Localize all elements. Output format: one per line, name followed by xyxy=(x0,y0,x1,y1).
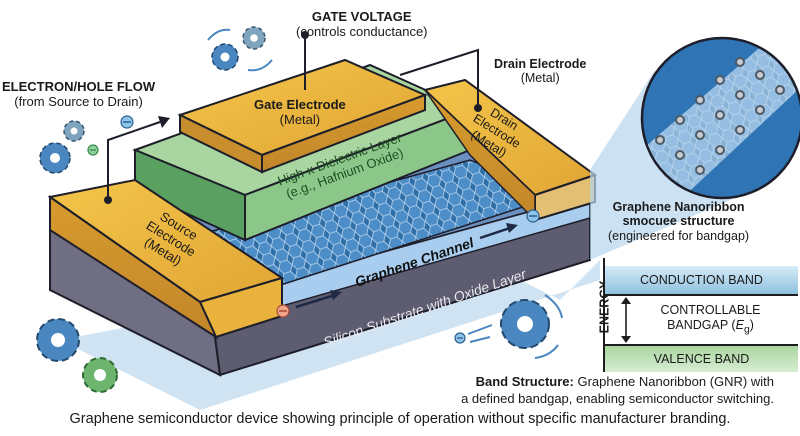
gate-electrode-title: Gate Electrode xyxy=(254,97,346,112)
valence-band: VALENCE BAND xyxy=(605,344,798,372)
hole-icon xyxy=(276,304,290,318)
drain-callout-dot xyxy=(474,104,482,112)
drain-callout-sub: (Metal) xyxy=(520,71,560,86)
bandgap-line2-text: BANDGAP ( xyxy=(667,318,736,332)
channel-arrow-left[interactable] xyxy=(295,293,336,309)
flow-arrow-line xyxy=(107,121,161,200)
gnr-label-line1: Graphene Nanoribbon xyxy=(612,200,745,214)
gear-icon xyxy=(39,142,71,174)
motion-arrow-icon xyxy=(467,324,493,343)
gear-icon xyxy=(500,299,550,349)
bandgap-region: CONTROLLABLE BANDGAP (Eg) xyxy=(605,296,798,344)
gate-electrode-sub: (Metal) xyxy=(279,111,321,127)
band-structure-note: Band Structure: Graphene Nanoribbon (GNR… xyxy=(461,374,774,408)
electron-icon xyxy=(87,144,99,156)
band-structure-note-line1: Graphene Nanoribbon (GNR) with xyxy=(573,374,774,389)
bandgap-line1: CONTROLLABLE xyxy=(660,303,761,317)
conduction-band: CONDUCTION BAND xyxy=(605,266,798,296)
channel-arrowhead-left xyxy=(330,290,342,300)
energy-axis xyxy=(603,258,605,372)
gate-voltage-title: GATE VOLTAGE xyxy=(311,9,412,24)
gear-icon xyxy=(82,357,118,393)
dielectric-left xyxy=(134,148,246,242)
electron-flow-sub: (from Source to Drain) xyxy=(14,93,143,109)
gate-electrode-label: Gate Electrode (Metal) xyxy=(254,97,346,128)
rotation-arrow-icon xyxy=(207,28,231,41)
gate-callout-dot xyxy=(301,31,309,39)
flow-arrow-head xyxy=(158,116,170,128)
drain-callout-title: Drain Electrode xyxy=(494,57,587,71)
electron-icon xyxy=(120,115,134,129)
gnr-label-line3: (engineered for bandgap) xyxy=(608,228,750,243)
drain-callout-label: Drain Electrode (Metal) xyxy=(494,57,586,86)
gnr-label: Graphene Nanoribbon smocuee structure (e… xyxy=(608,200,749,243)
gear-icon xyxy=(211,43,239,71)
electron-icon xyxy=(454,332,466,344)
source-callout-dot xyxy=(104,196,112,204)
electron-flow-label: ELECTRON/HOLE FLOW (from Source to Drain… xyxy=(2,79,156,110)
band-structure-note-bold: Band Structure: xyxy=(475,374,574,389)
drain-callout-line xyxy=(399,48,479,108)
caption: Graphene semiconductor device showing pr… xyxy=(69,411,731,427)
band-structure-note-line2: a defined bandgap, enabling semiconducto… xyxy=(461,390,774,406)
rotation-arrow-icon xyxy=(544,294,563,319)
gate-voltage-sub: (controls conductance) xyxy=(296,23,428,39)
gear-icon xyxy=(242,26,266,50)
bandgap-subscript: g xyxy=(743,324,750,336)
gear-icon xyxy=(36,318,80,362)
source-electrode-left xyxy=(49,195,219,340)
bandgap-symbol: E xyxy=(735,318,744,332)
rotation-arrow-icon xyxy=(247,59,273,72)
bandgap-line2: BANDGAP (Eg) xyxy=(660,318,760,337)
gnr-label-line2: smocuee structure xyxy=(622,214,735,229)
electron-icon xyxy=(526,209,540,223)
gate-electrode-left xyxy=(179,113,263,174)
gate-voltage-label: GATE VOLTAGE (controls conductance) xyxy=(296,9,428,40)
bandgap-close: ) xyxy=(749,318,754,332)
gnr-magnified-view[interactable] xyxy=(630,30,800,200)
gear-icon xyxy=(63,120,85,142)
electron-flow-title: ELECTRON/HOLE FLOW xyxy=(2,79,156,94)
bandgap-arrow-icon xyxy=(621,297,631,343)
channel-arrow-right[interactable] xyxy=(479,226,511,240)
rotation-arrow-icon xyxy=(534,344,559,359)
channel-arrowhead-right xyxy=(506,223,518,233)
